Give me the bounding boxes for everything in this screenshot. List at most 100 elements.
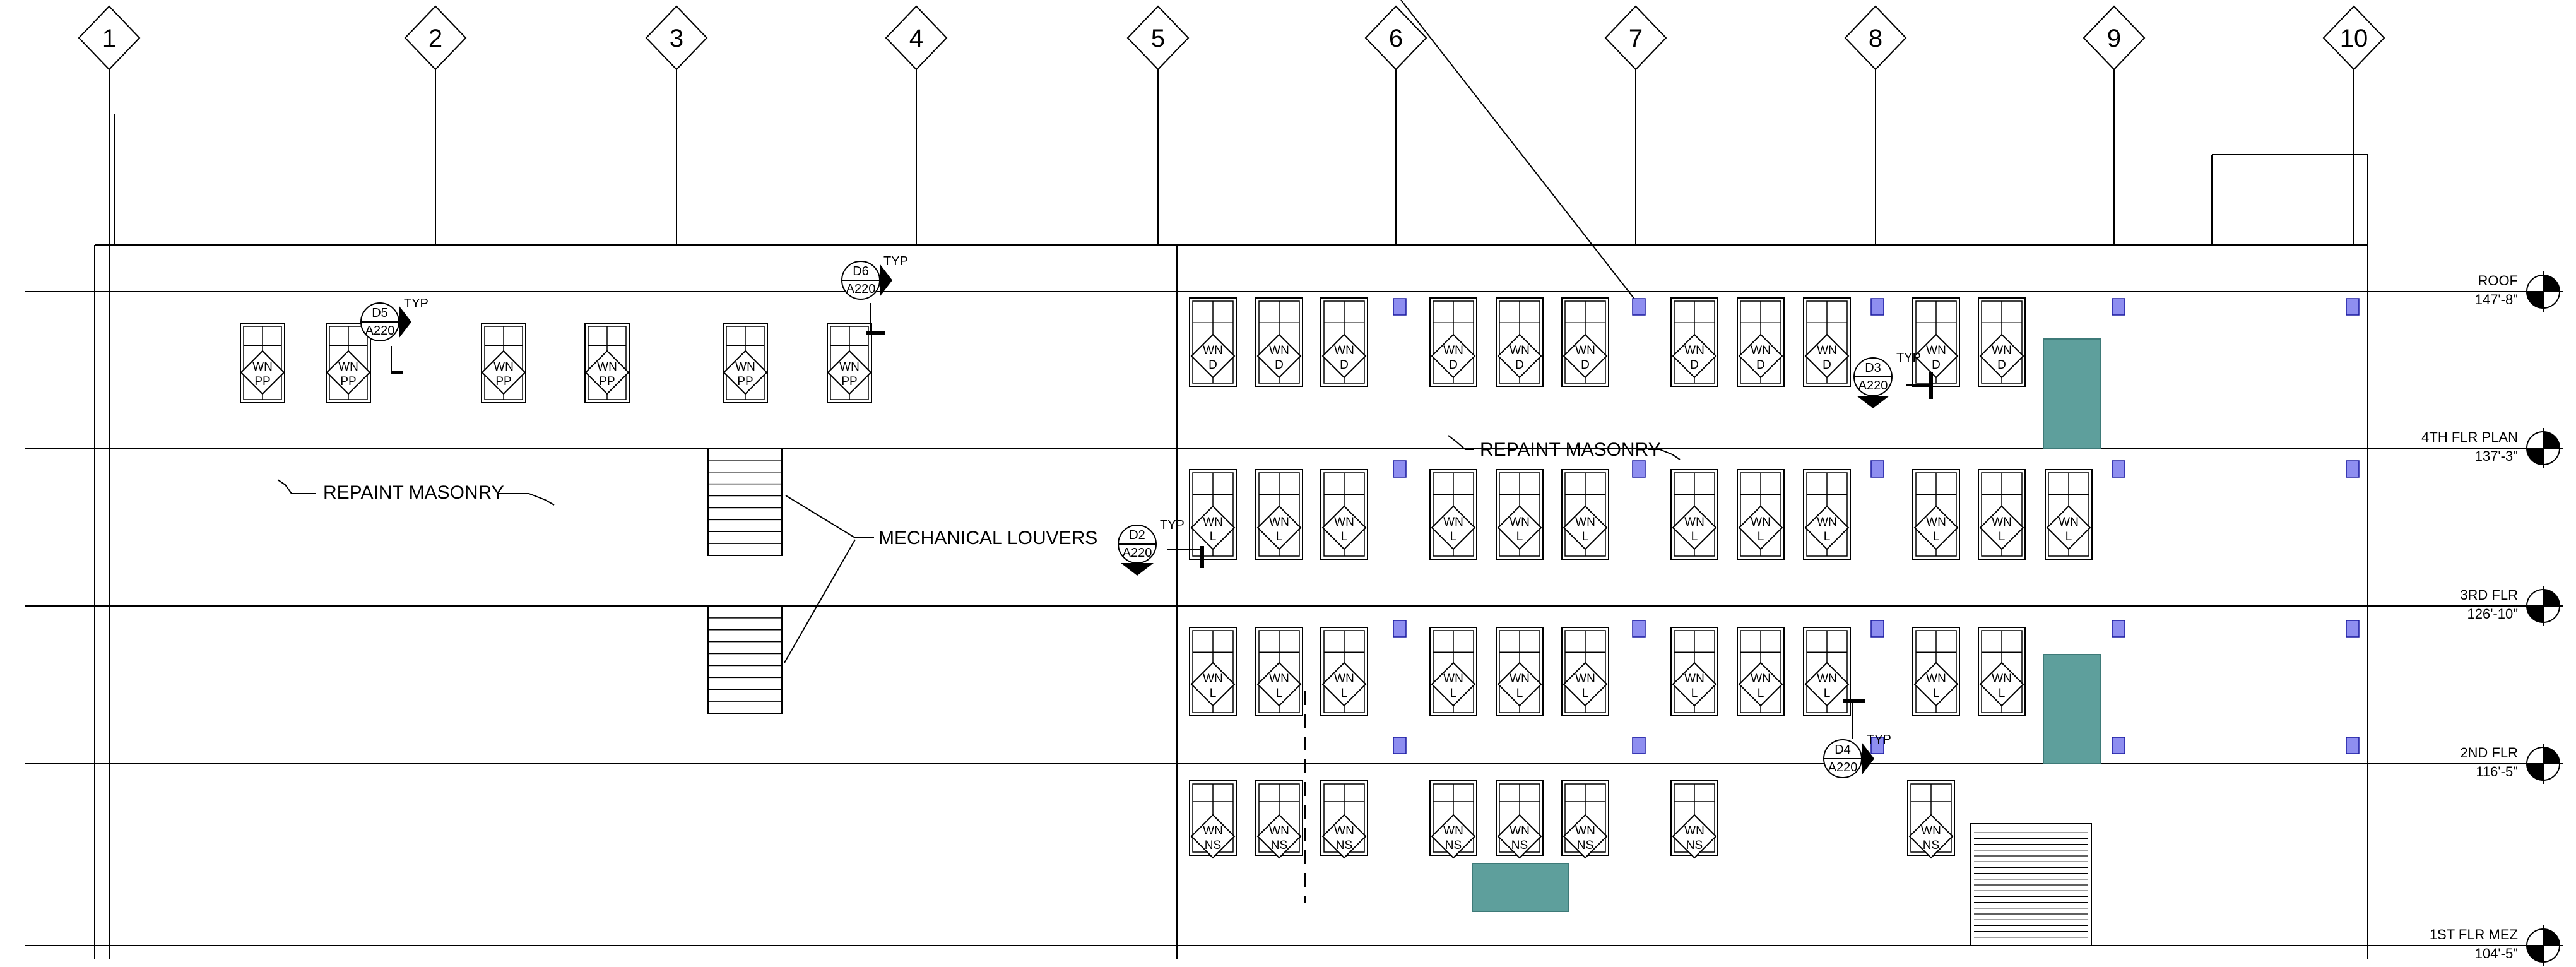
window-tag-type: WN [839, 360, 860, 374]
callout-typ: TYP [1867, 733, 1891, 747]
callout-typ: TYP [1160, 518, 1185, 532]
window-wn-d: WND [1670, 297, 1718, 387]
window-tag-code: NS [1205, 839, 1221, 852]
callout-id: D6 [853, 264, 869, 278]
window-tag-type: WN [1684, 672, 1705, 685]
teal-panel [2043, 338, 2101, 449]
callout-sheet: A220 [1858, 379, 1888, 393]
detail-callout-d5: D5 A220 TYP [360, 297, 428, 374]
callout-id: D5 [372, 306, 388, 320]
overhead-door [1970, 823, 2092, 946]
blue-marker [1632, 737, 1646, 754]
level-name: ROOF [2478, 273, 2518, 288]
grid-label: 2 [428, 25, 442, 52]
window-tag-type: WN [1269, 344, 1289, 357]
level-elevation: 116'-5" [2476, 764, 2518, 780]
window-tag-type: WN [1203, 672, 1223, 685]
window-tag-code: D [1756, 359, 1765, 372]
window-tag-code: D [1690, 359, 1699, 372]
blue-marker [1870, 620, 1884, 638]
window-tag-type: WN [1443, 672, 1463, 685]
grid-bubble-10: 10 [2322, 5, 2385, 71]
window-tag-type: WN [1817, 516, 1837, 529]
window-tag-type: WN [1684, 516, 1705, 529]
window-tag-code: NS [1511, 839, 1528, 852]
level-marker-roof: ROOF 147'-8" [2475, 271, 2563, 312]
window-wn-l: WNL [1737, 627, 1785, 716]
window-tag-type: WN [1817, 344, 1837, 357]
window-tag-type: WN [1269, 516, 1289, 529]
window-tag-type: WN [1334, 672, 1354, 685]
level-elevation: 126'-10" [2467, 606, 2518, 622]
window-tag-type: WN [1992, 344, 2012, 357]
window-tag-type: WN [1443, 344, 1463, 357]
callout-id: D2 [1129, 528, 1145, 542]
grid-bubble-3: 3 [645, 5, 708, 71]
window-wn-l: WNL [1561, 627, 1609, 716]
window-tag-code: L [1758, 530, 1764, 543]
window-tag-code: L [1582, 687, 1589, 700]
window-tag-code: L [1999, 687, 2006, 700]
window-tag-type: WN [1751, 672, 1771, 685]
mechanical-louver-upper [707, 448, 783, 556]
window-tag-code: L [1210, 687, 1217, 700]
grid-bubble-2: 2 [404, 5, 467, 71]
window-tag-code: L [1450, 687, 1457, 700]
grid-bubble-9: 9 [2083, 5, 2146, 71]
window-wn-l: WNL [1803, 469, 1851, 560]
window-tag-type: WN [1443, 824, 1463, 838]
window-tag-code: L [1824, 687, 1831, 700]
window-tag-type: WN [338, 360, 358, 374]
callout-sheet: A220 [1123, 546, 1152, 560]
window-tag-type: WN [1751, 344, 1771, 357]
window-wn-d: WND [1978, 297, 2026, 387]
window-wn-l: WNL [1320, 469, 1368, 560]
window-tag-code: NS [1445, 839, 1462, 852]
window-tag-type: WN [1751, 516, 1771, 529]
window-wn-l: WNL [1429, 469, 1477, 560]
window-wn-l: WNL [1670, 469, 1718, 560]
blue-marker [2112, 460, 2125, 478]
window-wn-l: WNL [1803, 627, 1851, 716]
window-wn-d: WND [1803, 297, 1851, 387]
building-outline [94, 0, 2368, 959]
window-tag-type: WN [1992, 516, 2012, 529]
window-tag-type: WN [1575, 344, 1595, 357]
window-tag-code: D [1515, 359, 1524, 372]
window-tag-code: L [1582, 530, 1589, 543]
window-tag-type: WN [252, 360, 273, 374]
blue-marker [1870, 460, 1884, 478]
window-wn-d: WND [1189, 297, 1237, 387]
window-tag-type: WN [1443, 516, 1463, 529]
window-wn-l: WNL [2045, 469, 2093, 560]
detail-callout-d2: D2 A220 TYP [1118, 518, 1204, 576]
level-marker-4th-flr: 4TH FLR PLAN 137'-3" [2421, 428, 2563, 468]
mechanical-louvers-note: MECHANICAL LOUVERS [784, 495, 1097, 663]
window-tag-code: NS [1577, 839, 1593, 852]
window-wn-l: WN L [1189, 627, 1237, 716]
window-wn-l: WNL [1496, 627, 1544, 716]
level-name: 4TH FLR PLAN [2421, 429, 2518, 445]
window-tag-code: L [1276, 687, 1283, 700]
window-wn-l: WNL [1255, 469, 1303, 560]
blue-marker [1870, 298, 1884, 316]
blue-markers-group [1393, 298, 2360, 754]
callout-sheet: A220 [365, 324, 395, 338]
teal-panels [1472, 338, 2101, 912]
blue-marker [2346, 620, 2360, 638]
window-tag-code: NS [1686, 839, 1703, 852]
window-wn-l: WNL [1496, 469, 1544, 560]
detail-callout-d6: D6 A220 TYP [841, 254, 908, 335]
blue-marker [2346, 460, 2360, 478]
window-tag-code: L [1824, 530, 1831, 543]
level-elevation: 104'-5" [2475, 946, 2518, 961]
grid-label: 10 [2340, 25, 2368, 52]
